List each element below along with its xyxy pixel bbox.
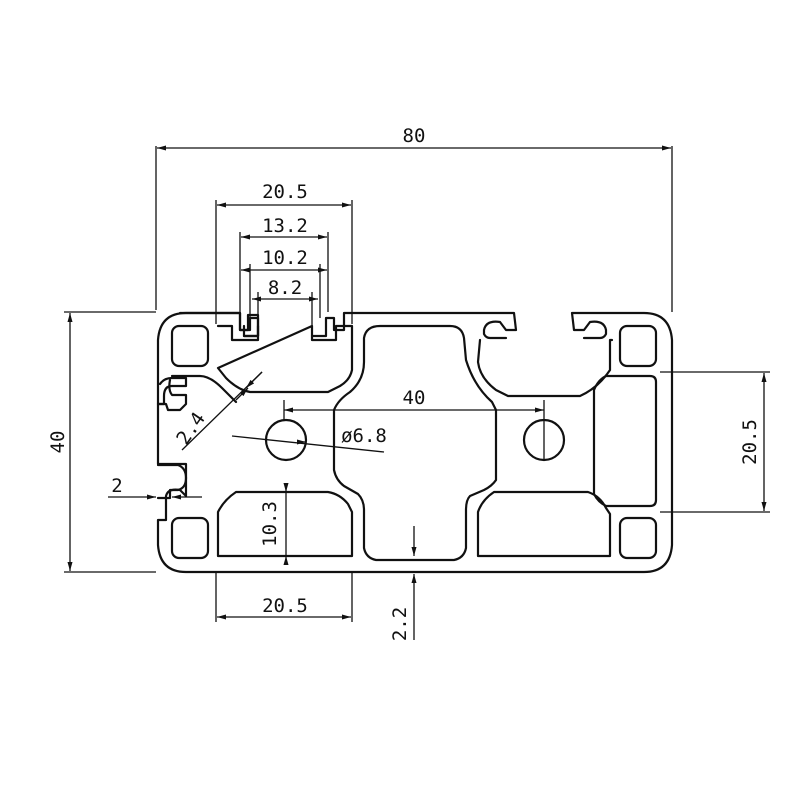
dim-overall-height: 40 (47, 431, 69, 454)
dim-slot-lip-width: 10.2 (262, 247, 308, 269)
dim-right-height: 20.5 (739, 419, 761, 465)
dim-slot-outer-width: 20.5 (262, 181, 308, 203)
dim-bottom-cavity-width: 20.5 (262, 595, 308, 617)
dim-center-distance: 40 (403, 387, 426, 409)
dim-cavity-height: 10.3 (259, 501, 281, 547)
dim-slot-inner-width: 13.2 (262, 215, 308, 237)
dim-slot-opening: 8.2 (268, 277, 302, 299)
dimensions: 80 20.5 13.2 10.2 8.2 40 2.4 2 (47, 125, 770, 641)
dim-hole-diameter: ø6.8 (341, 425, 387, 447)
dim-wall-angle: 2.4 (172, 408, 210, 449)
dim-wall-thickness: 2 (111, 475, 122, 497)
dim-bottom-wall: 2.2 (389, 607, 411, 641)
profile-outline (156, 311, 674, 574)
dim-overall-width: 80 (403, 125, 426, 147)
